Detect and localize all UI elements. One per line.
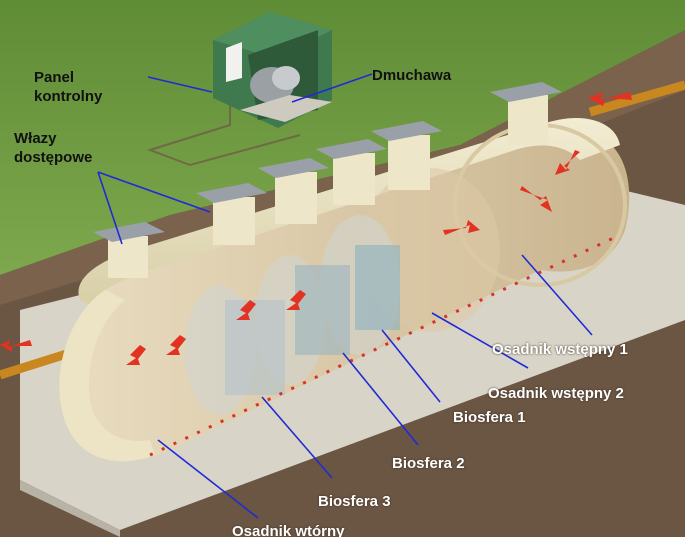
- grass-surface: [0, 0, 685, 275]
- access-hatches: [93, 82, 562, 278]
- tank-rim-studs: [149, 233, 621, 457]
- inlet-arrow: [588, 92, 632, 106]
- leader-secondary: [157, 439, 259, 519]
- slab-side: [20, 480, 120, 537]
- cable-line: [146, 100, 301, 167]
- hatch-3: [258, 158, 329, 224]
- biofilter-media: [225, 245, 400, 395]
- leader-panel: [147, 76, 213, 93]
- label-control-panel: Panel kontrolny: [34, 68, 102, 106]
- hatch-1: [93, 222, 165, 278]
- leader-hatch-1: [97, 171, 123, 245]
- label-access-hatches: Włazy dostępowe: [14, 129, 92, 167]
- flow-arrow: [520, 186, 552, 212]
- label-control-panel-line1: Panel: [34, 69, 75, 86]
- blower-cabinet: [213, 12, 332, 128]
- leader-lines: [97, 73, 593, 519]
- hatch-4: [316, 139, 387, 205]
- label-biosphere-3: Biosfera 3: [318, 493, 391, 510]
- hatch-5: [371, 121, 442, 190]
- flow-arrow: [443, 220, 480, 235]
- leader-bio-2: [342, 352, 419, 446]
- label-biosphere-2: Biosfera 2: [392, 455, 465, 472]
- label-primary-settler-1: Osadnik wstępny 1: [492, 341, 628, 358]
- hatch-6: [490, 82, 562, 145]
- hatch-2: [196, 183, 267, 245]
- label-blower: Dmuchawa: [372, 67, 452, 84]
- leader-settler-2: [431, 312, 529, 369]
- label-access-hatches-line1: Włazy: [14, 130, 57, 147]
- label-primary-settler-2: Osadnik wstępny 2: [488, 385, 624, 402]
- leader-settler-1: [521, 254, 593, 336]
- label-secondary-settler: Osadnik wtórny: [232, 523, 345, 537]
- control-panel-box: [226, 42, 242, 82]
- label-biosphere-1: Biosfera 1: [453, 409, 526, 426]
- tank-end-cap: [59, 290, 155, 462]
- inlet-pipe: [588, 80, 685, 117]
- tank-top-shell: [78, 117, 621, 305]
- outlet-arrow: [0, 340, 32, 352]
- leader-bio-1: [381, 329, 441, 403]
- leader-blower: [291, 73, 373, 103]
- label-control-panel-line2: kontrolny: [34, 88, 103, 105]
- label-access-hatches-line2: dostępowe: [14, 149, 93, 166]
- leader-bio-3: [261, 396, 333, 479]
- flow-arrow: [555, 150, 580, 175]
- flow-arrow: [236, 300, 256, 320]
- flow-arrows: [0, 92, 632, 365]
- flow-arrow: [126, 345, 146, 365]
- soil-edge: [0, 30, 685, 305]
- leader-hatch-2: [97, 171, 211, 213]
- flow-arrow: [286, 290, 306, 310]
- flow-arrow: [166, 335, 186, 355]
